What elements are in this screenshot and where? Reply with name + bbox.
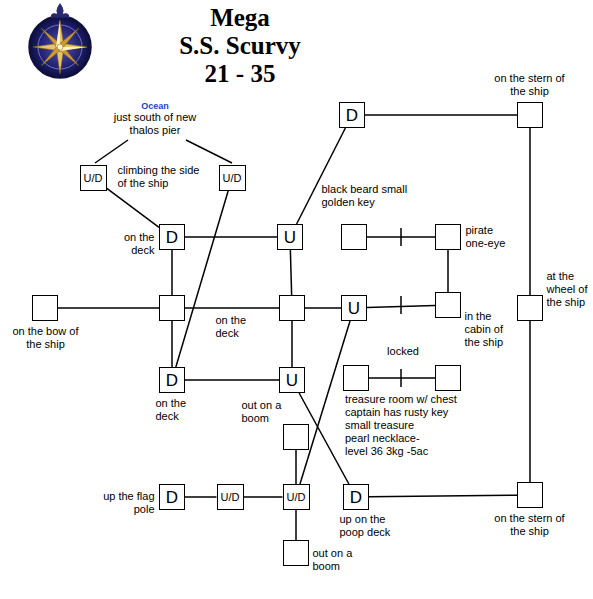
passage-line xyxy=(185,496,217,498)
region-label: Ocean xyxy=(120,101,190,111)
passage-line xyxy=(58,307,159,309)
room-box: U/D xyxy=(217,484,244,510)
passage-line xyxy=(365,114,517,116)
title-part: 21 - 35 xyxy=(180,60,300,88)
passage-line xyxy=(305,307,341,309)
room-box: U xyxy=(279,367,305,393)
room-box: Ublack beard small golden key xyxy=(277,224,303,250)
passage-line xyxy=(171,321,173,367)
room-box: on the bow of the ship xyxy=(32,295,58,321)
room-box: Don the deck xyxy=(159,367,185,393)
note-label: locked xyxy=(378,345,428,358)
room-name: on the deck xyxy=(103,231,155,257)
room-box: U/D xyxy=(219,165,246,191)
note-label: small treasure xyxy=(345,419,485,432)
room-box: at the wheel of the ship xyxy=(517,295,543,321)
note-label: just south of new thalos pier xyxy=(108,111,202,137)
room-box xyxy=(343,365,369,391)
exit-letter: U/D xyxy=(84,173,103,184)
room-box xyxy=(159,295,185,321)
passage-line xyxy=(369,495,517,497)
passage-line xyxy=(295,450,297,484)
note-label: pearl necklace- xyxy=(345,432,485,445)
room-box: U/D xyxy=(283,484,310,510)
passage-line xyxy=(529,321,531,482)
exit-letter: U/D xyxy=(221,492,240,503)
passage-line xyxy=(297,128,346,224)
room-box: out on a boom xyxy=(283,540,309,566)
exit-letter: U xyxy=(348,300,360,317)
room-box: pirate one-eye xyxy=(435,224,461,250)
note-label: captain has rusty key xyxy=(345,406,485,419)
room-box: U/Dclimbing the side of the ship xyxy=(80,165,107,191)
room-box: U xyxy=(341,295,367,321)
door-mark xyxy=(400,228,402,246)
room-name: up on the poop deck xyxy=(340,513,402,539)
door-mark xyxy=(400,296,402,314)
passage-line xyxy=(185,236,277,238)
room-name: on the stern of the ship xyxy=(493,512,567,538)
room-name: at the wheel of the ship xyxy=(547,270,591,309)
entry-line xyxy=(186,140,232,163)
room-box: on the deck xyxy=(279,295,305,321)
room-name: out on a boom xyxy=(313,547,363,573)
room-name: out on a boom xyxy=(242,399,290,425)
passage-line xyxy=(107,188,160,227)
room-box: Don the deck xyxy=(159,224,185,250)
passage-line xyxy=(529,128,531,295)
room-name: on the deck xyxy=(216,314,262,340)
title-part: Mega xyxy=(180,4,300,32)
passage-line xyxy=(185,307,279,309)
room-name: up the flag pole xyxy=(92,490,155,516)
room-box: Dup on the poop deck xyxy=(343,484,369,510)
passage-line xyxy=(171,250,173,295)
door-marks xyxy=(400,228,402,387)
leader-lines xyxy=(95,140,232,163)
passage-line xyxy=(185,379,279,381)
entry-line xyxy=(95,140,128,163)
door-mark xyxy=(400,369,402,387)
exit-letter: D xyxy=(350,489,362,506)
room-box: out on a boom xyxy=(283,424,309,450)
note-label: level 36 3kg -5ac xyxy=(345,445,485,458)
room-name: pirate one-eye xyxy=(466,224,512,250)
room-box: D xyxy=(339,102,365,128)
exit-letter: D xyxy=(166,229,178,246)
room-name: black beard small golden key xyxy=(322,183,410,209)
passage-line xyxy=(369,377,435,379)
passage-line xyxy=(300,321,350,484)
exit-letter: U xyxy=(284,229,296,246)
exit-letter: U/D xyxy=(223,173,242,184)
room-name: on the bow of the ship xyxy=(10,325,82,351)
passage-line xyxy=(290,250,291,295)
compass-rose xyxy=(29,4,91,78)
passage-line xyxy=(244,496,283,498)
exit-letter: U/D xyxy=(287,492,306,503)
exit-letter: U xyxy=(286,372,298,389)
exit-letter: D xyxy=(166,372,178,389)
passage-line xyxy=(291,321,293,367)
room-box: on the stern of the ship xyxy=(517,482,543,508)
room-name: climbing the side of the ship xyxy=(118,164,204,190)
exit-letter: D xyxy=(166,489,178,506)
room-name: on the stern of the ship xyxy=(493,72,567,98)
note-label: treasure room w/ chest xyxy=(345,393,485,406)
room-box: in the cabin of the ship xyxy=(435,292,461,318)
room-box xyxy=(341,224,367,250)
exit-letter: D xyxy=(346,107,358,124)
room-name: on the deck xyxy=(156,397,198,423)
room-box xyxy=(435,365,461,391)
passage-line xyxy=(295,510,297,540)
room-box: Dup the flag pole xyxy=(159,484,185,510)
passage-line xyxy=(176,191,228,367)
room-box: on the stern of the ship xyxy=(517,102,543,128)
map-title: S.S. Scurvy xyxy=(170,32,310,60)
room-name: in the cabin of the ship xyxy=(465,310,513,349)
passage-line xyxy=(447,250,449,292)
